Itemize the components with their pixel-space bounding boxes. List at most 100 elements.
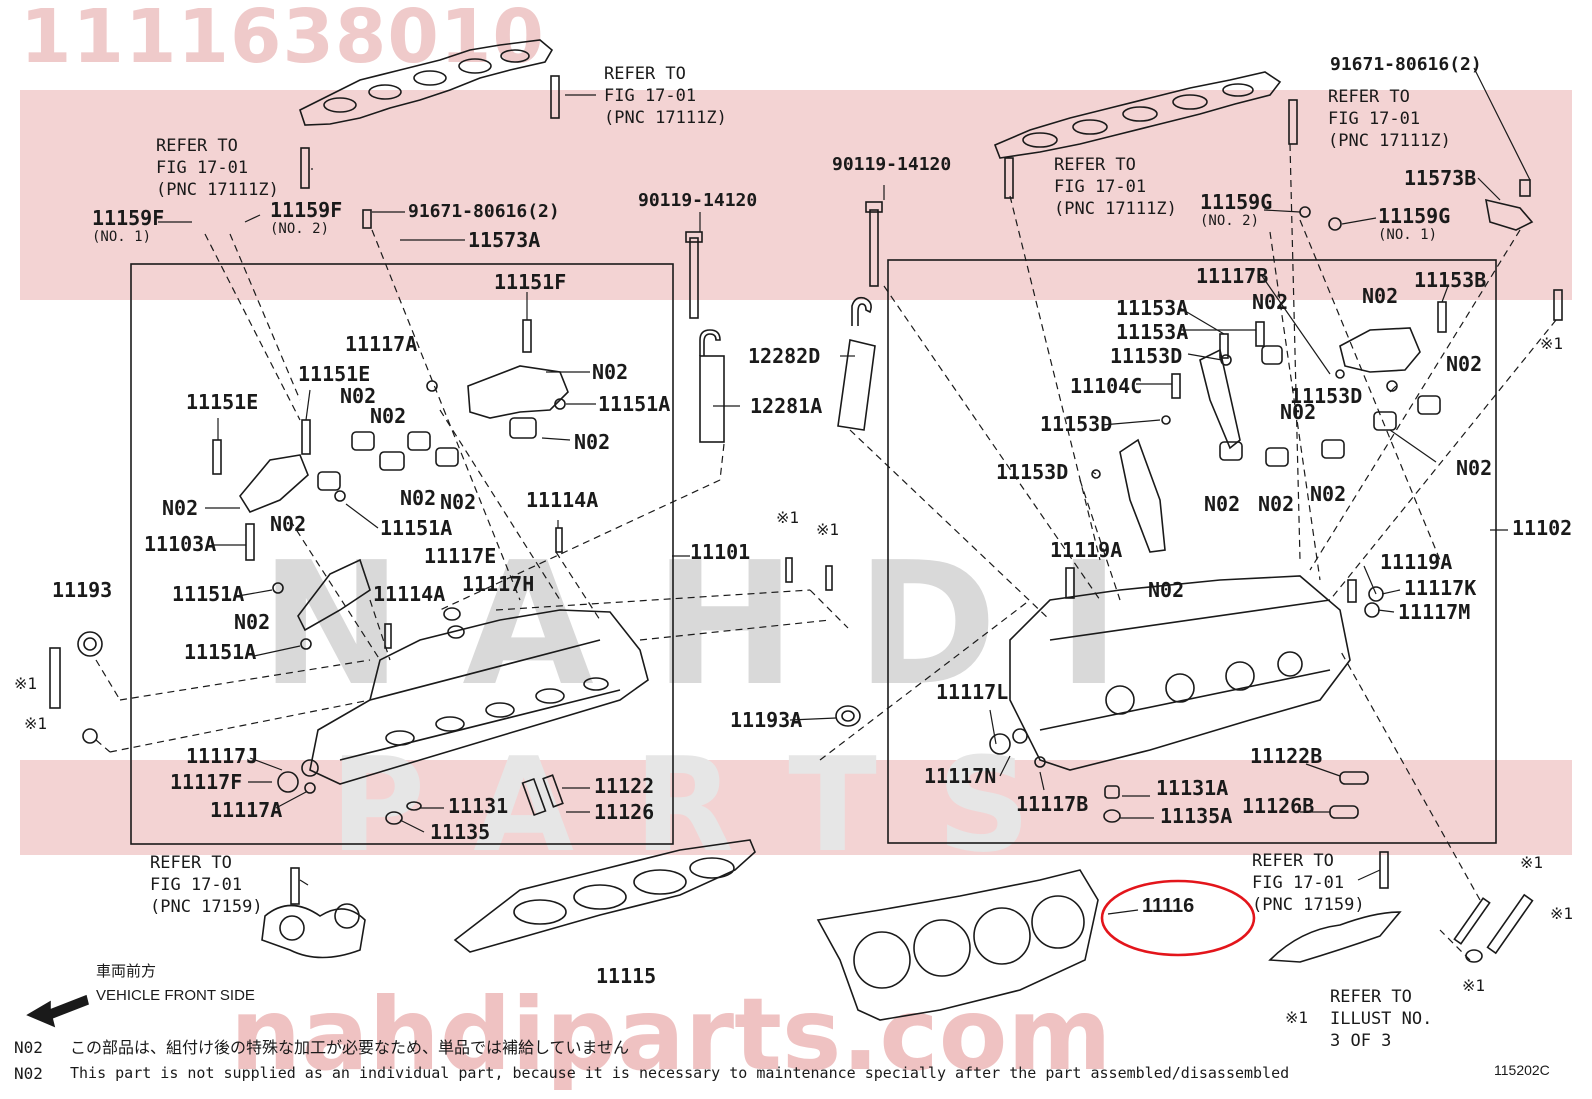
part-label: 11151E <box>186 390 259 414</box>
illustration-code: 115202C <box>1494 1062 1550 1078</box>
refer-note: REFER TO FIG 17-01 (PNC 17159) <box>1252 851 1365 915</box>
note-code: N02 <box>1456 456 1493 480</box>
part-label: 12282D <box>748 344 821 368</box>
part-label: 11153B <box>1414 268 1487 292</box>
part-label: 11103A <box>144 532 217 556</box>
cam-housing-right-upper <box>1339 327 1421 373</box>
part-label: 11193A <box>730 708 803 732</box>
note-code: N02 <box>592 360 629 384</box>
star-note-mark: ※1 <box>1520 853 1544 872</box>
note-code: N02 <box>1258 492 1295 516</box>
note-code: N02 <box>1252 290 1289 314</box>
part-label: 11122 <box>594 774 655 798</box>
part-label-sub: (NO. 1) <box>1378 227 1438 243</box>
refer-note: REFER TO FIG 17-01 (PNC 17111Z) <box>156 136 279 200</box>
star-note-mark: ※1 <box>1285 1008 1309 1027</box>
note-code: N02 <box>1148 578 1185 602</box>
note-code: N02 <box>1280 400 1317 424</box>
part-label-sub: (NO. 1) <box>92 229 152 245</box>
part-label: 11102 <box>1512 516 1573 540</box>
part-label: 11117A <box>210 798 283 822</box>
star-note-mark: ※1 <box>14 674 38 693</box>
part-label: 11151F <box>494 270 567 294</box>
refer-note: REFER TO FIG 17-01 (PNC 17111Z) <box>1328 87 1451 151</box>
note-code: N02 <box>1446 352 1483 376</box>
part-label: 11153D <box>996 460 1069 484</box>
part-label: 11151A <box>380 516 453 540</box>
part-label: 11119A <box>1380 550 1453 574</box>
frame-right-head <box>887 259 1497 844</box>
part-label: 11151A <box>172 582 245 606</box>
part-label: 11159F <box>92 206 165 230</box>
part-label: 11117M <box>1398 600 1471 624</box>
part-label: 11117K <box>1404 576 1477 600</box>
note-code: N02 <box>340 384 377 408</box>
part-label: 11117A <box>345 332 418 356</box>
part-label: 11117B <box>1196 264 1269 288</box>
watermark-band-bottom <box>20 760 1572 855</box>
part-label: 11119A <box>1050 538 1123 562</box>
part-label-sub: (NO. 2) <box>1200 213 1260 229</box>
part-label: 11114A <box>526 488 599 512</box>
part-label: 11117J <box>186 744 259 768</box>
front-side-label: VEHICLE FRONT SIDE <box>96 987 255 1004</box>
note-code: N02 <box>1310 482 1347 506</box>
part-label: 11131 <box>448 794 509 818</box>
note-code: N02 <box>14 1064 43 1083</box>
part-label: 11193 <box>52 578 113 602</box>
head-gasket-right <box>816 869 1099 1021</box>
front-arrow <box>26 994 89 1028</box>
note-code: N02 <box>234 610 271 634</box>
part-label: 11101 <box>690 540 751 564</box>
part-label: 11151E <box>298 362 371 386</box>
part-label: 91671-80616(2) <box>408 201 560 222</box>
part-label: 91671-80616(2) <box>1330 54 1482 75</box>
part-label: 12281A <box>750 394 823 418</box>
part-label: 11117B <box>1016 792 1089 816</box>
intake-gasket-right <box>993 71 1282 159</box>
note-text-jp: この部品は、組付け後の特殊な加工が必要なため、単品では補給していません <box>70 1038 630 1057</box>
star-note-mark: ※1 <box>1550 904 1574 923</box>
note-code: N02 <box>1362 284 1399 308</box>
part-label: 11117L <box>936 680 1009 704</box>
star-note-mark: ※1 <box>816 520 840 539</box>
watermark-website: nahdiparts.com <box>230 976 1112 1093</box>
front-side-label-jp: 車両前方 <box>96 962 157 980</box>
part-label-sub: (NO. 2) <box>270 221 330 237</box>
watermark-part-number: 1111638010 <box>20 0 545 80</box>
part-label: 11117E <box>424 544 497 568</box>
part-label: 90119-14120 <box>832 154 952 175</box>
part-label: 11135A <box>1160 804 1233 828</box>
cylinder-head-left <box>309 609 649 785</box>
part-label: 11159G <box>1378 204 1451 228</box>
star-note-mark: ※1 <box>1462 976 1486 995</box>
note-code: N02 <box>14 1038 43 1057</box>
part-label: 11159G <box>1200 190 1273 214</box>
part-label: 11151A <box>184 640 257 664</box>
part-label: 11159F <box>270 198 343 222</box>
part-label: 11153D <box>1110 344 1183 368</box>
watermark-brand: NAHDI <box>260 526 1181 724</box>
note-code: N02 <box>574 430 611 454</box>
part-label: 11153D <box>1290 384 1363 408</box>
star-note-mark: ※1 <box>24 714 48 733</box>
part-label: 11114A <box>373 582 446 606</box>
refer-note: REFER TO FIG 17-01 (PNC 17159) <box>150 853 263 917</box>
star-note-mark: ※1 <box>1540 334 1564 353</box>
highlighted-part-label: 11116 <box>1142 895 1195 917</box>
watermark-brand-parts: PARTS <box>330 729 1091 881</box>
part-label: 11122B <box>1250 744 1323 768</box>
refer-note: REFER TO FIG 17-01 (PNC 17111Z) <box>604 64 727 128</box>
intake-gasket-left <box>299 39 554 126</box>
note-code: N02 <box>370 404 407 428</box>
part-label: 11151A <box>598 392 671 416</box>
note-code: N02 <box>1204 492 1241 516</box>
head-gasket-left <box>453 839 756 953</box>
part-label: 11126B <box>1242 794 1315 818</box>
note-text-en: This part is not supplied as an individu… <box>70 1064 1290 1082</box>
part-label: 11115 <box>596 964 657 988</box>
part-label: 11153A <box>1116 296 1189 320</box>
highlight-circle <box>1100 879 1256 957</box>
